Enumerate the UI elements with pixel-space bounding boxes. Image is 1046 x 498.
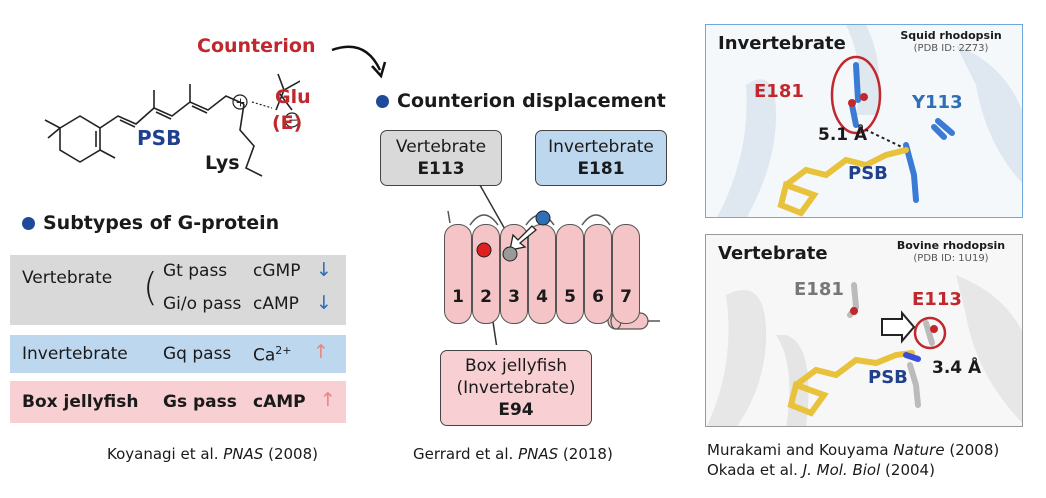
vert-psb-label: PSB: [868, 367, 908, 388]
helix-5-label: 5: [564, 287, 576, 307]
vert-distance-label: 3.4 Å: [932, 358, 982, 378]
up-arrow-icon: ↑: [320, 389, 336, 411]
jellyfish-box-line1: Box jellyfish: [464, 356, 568, 376]
bullet-icon: [22, 217, 35, 230]
citation-journal: PNAS: [223, 445, 264, 463]
citation-journal: Nature: [893, 441, 945, 459]
messenger-cgmp: cGMP: [253, 261, 301, 281]
messenger-ca: Ca2+: [253, 344, 292, 366]
inv-y113-label: Y113: [912, 92, 963, 113]
pass-gt: Gt pass: [163, 261, 228, 281]
helix-5: 5: [556, 224, 584, 324]
glu-e-label: (E): [272, 112, 303, 134]
citation-journal: J. Mol. Biol: [802, 461, 881, 479]
bullet-icon: [376, 95, 389, 108]
citation-year: (2008): [944, 441, 1000, 459]
pass-gq: Gq pass: [163, 344, 232, 364]
invertebrate-box-residue: E181: [577, 159, 625, 179]
helix-7-label: 7: [620, 287, 632, 307]
citation-murakami: Murakami and Kouyama Nature (2008): [707, 441, 999, 459]
messenger-camp: cAMP: [253, 294, 299, 314]
residue-markers: [476, 210, 551, 262]
citation-author: Gerrard et al.: [413, 445, 519, 463]
bovine-rhodopsin-model: [706, 275, 1022, 426]
subtypes-heading: Subtypes of G-protein: [22, 212, 279, 234]
psb-label: PSB: [137, 126, 182, 150]
vert-e113-label: E113: [912, 289, 962, 310]
messenger-camp-up: cAMP: [253, 392, 306, 412]
counterion-label: Counterion: [197, 35, 316, 57]
invertebrate-box-label: Invertebrate: [548, 137, 654, 157]
helix-4: 4: [528, 224, 556, 324]
citation-journal: PNAS: [518, 445, 559, 463]
curved-arrow-icon: [331, 45, 387, 79]
helix-2: 2: [472, 224, 500, 324]
inv-e181-label: E181: [754, 81, 804, 102]
displacement-title: Counterion displacement: [397, 90, 666, 112]
helix-6: 6: [584, 224, 612, 324]
citation-author: Murakami and Kouyama: [707, 441, 894, 459]
helix-2-label: 2: [480, 287, 492, 307]
invertebrate-box: Invertebrate E181: [535, 130, 667, 186]
citation-year: (2004): [880, 461, 935, 479]
row-invertebrate: Invertebrate Gq pass Ca2+ ↑: [10, 335, 346, 373]
jellyfish-box-residue: E94: [498, 400, 534, 420]
vertebrate-panel-title: Vertebrate: [718, 243, 828, 264]
bovine-pdb-id: (PDB ID: 1U19): [913, 253, 989, 264]
squid-rhodopsin-model: [717, 25, 1022, 217]
down-arrow-icon: ↓: [316, 259, 332, 281]
invertebrate-structure-panel: Invertebrate Squid rhodopsin (PDB ID: 2Z…: [705, 24, 1023, 218]
helix-1-label: 1: [452, 287, 464, 307]
helix-1: 1: [444, 224, 472, 324]
vertebrate-structure-panel: Vertebrate Bovine rhodopsin (PDB ID: 1U1…: [705, 234, 1023, 427]
down-arrow-icon: ↓: [316, 292, 332, 314]
organism-invertebrate: Invertebrate: [22, 344, 128, 364]
inv-psb-label: PSB: [848, 163, 888, 184]
bovine-rhodopsin-label: Bovine rhodopsin: [896, 239, 1006, 252]
squid-pdb-id: (PDB ID: 2Z73): [913, 43, 989, 54]
pass-gs: Gs pass: [163, 392, 237, 412]
helix-7: 7: [612, 224, 640, 324]
citation-okada: Okada et al. J. Mol. Biol (2004): [707, 461, 935, 479]
row-vertebrate: Vertebrate ( Gt pass cGMP ↓ Gi/o pass cA…: [10, 255, 346, 325]
pass-gio: Gi/o pass: [163, 294, 242, 314]
vertebrate-box-label: Vertebrate: [395, 137, 487, 157]
organism-jellyfish: Box jellyfish: [22, 392, 139, 412]
squid-rhodopsin-label: Squid rhodopsin: [900, 29, 1002, 42]
vertebrate-box-residue: E113: [417, 159, 465, 179]
jellyfish-box-line2: (Invertebrate): [456, 378, 576, 398]
helix-4-label: 4: [536, 287, 548, 307]
row-jellyfish: Box jellyfish Gs pass cAMP ↑: [10, 381, 346, 423]
retinal-molecule-drawing: + −: [44, 73, 300, 177]
jellyfish-box: Box jellyfish (Invertebrate) E94: [440, 350, 592, 426]
vertebrate-box: Vertebrate E113: [380, 130, 502, 186]
bracket-icon: (: [143, 265, 158, 309]
helix-3-label: 3: [508, 287, 520, 307]
svg-text:+: +: [236, 96, 246, 110]
ca-charge: 2+: [275, 344, 292, 357]
organism-vertebrate: Vertebrate: [22, 268, 113, 288]
citation-gerrard: Gerrard et al. PNAS (2018): [413, 445, 613, 463]
svg-text:−: −: [288, 113, 298, 127]
vert-e181-label: E181: [794, 279, 844, 300]
citation-koyanagi: Koyanagi et al. PNAS (2008): [107, 445, 318, 463]
citation-year: (2018): [558, 445, 613, 463]
citation-year: (2008): [263, 445, 318, 463]
displacement-heading: Counterion displacement: [376, 90, 666, 112]
citation-author: Koyanagi et al.: [107, 445, 224, 463]
inv-distance-label: 5.1 Å: [818, 125, 868, 145]
up-arrow-icon: ↑: [313, 341, 329, 363]
lys-label: Lys: [205, 152, 240, 174]
subtypes-title: Subtypes of G-protein: [43, 212, 280, 234]
glu-label: Glu: [275, 86, 311, 108]
ca-text: Ca: [253, 345, 276, 366]
invertebrate-panel-title: Invertebrate: [718, 33, 846, 54]
citation-author: Okada et al.: [707, 461, 803, 479]
helix-6-label: 6: [592, 287, 604, 307]
